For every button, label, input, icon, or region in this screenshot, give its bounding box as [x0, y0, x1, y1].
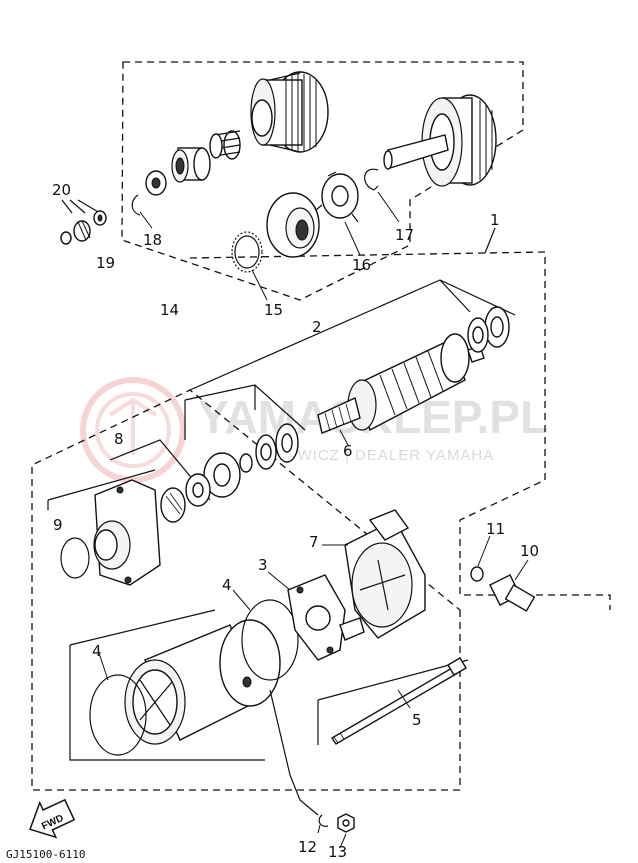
- callout-15: 15: [264, 301, 283, 319]
- damper-set-19-20: [60, 210, 107, 245]
- brush-holder-3: [287, 574, 365, 661]
- through-bolts-5: [331, 657, 467, 745]
- callout-8: 8: [114, 430, 124, 448]
- group-frame-5: [317, 659, 469, 745]
- leader-lines: [97, 191, 529, 849]
- washer-11: [470, 566, 484, 582]
- armature-2: [317, 333, 485, 434]
- group-frame-14: [121, 61, 524, 301]
- bearing-washers-8: [160, 473, 211, 523]
- callout-labels: 1 2 3 4 4 5 6 7 8 9 10 11 12 13 14 15 16…: [52, 181, 539, 861]
- callout-16: 16: [352, 256, 371, 274]
- callout-4-left: 4: [92, 642, 102, 660]
- callout-6: 6: [343, 442, 353, 460]
- callout-13: 13: [328, 843, 347, 861]
- pinion-shaft-gear: [383, 94, 497, 187]
- nut-13: [337, 813, 355, 833]
- small-bushing: [145, 170, 167, 196]
- group-1-leader: [484, 227, 496, 254]
- yoke-housing: [124, 619, 281, 745]
- group-6-bracket: [184, 384, 306, 440]
- rear-cover-7: [344, 509, 426, 639]
- clutch-spring: [209, 130, 241, 160]
- thrust-washer-plate: [203, 452, 241, 498]
- circlip-12: [318, 814, 329, 827]
- bearing-retainer-16: [315, 171, 359, 223]
- group-frame-1: [31, 251, 611, 791]
- oring-15: [231, 231, 263, 273]
- oring-9: [60, 537, 90, 579]
- callout-20: 20: [52, 181, 71, 199]
- callout-9: 9: [53, 516, 63, 534]
- group-2-bracket: [189, 279, 516, 391]
- bolt-10: [489, 574, 536, 612]
- ball-bearing: [266, 192, 320, 258]
- diagram-code: GJ15100-6110: [6, 848, 85, 861]
- group-20-bracket: [61, 199, 101, 214]
- circlip-17: [364, 168, 379, 191]
- callout-19: 19: [96, 254, 115, 272]
- fwd-arrow-icon: FWD: [29, 798, 76, 839]
- callout-5: 5: [412, 711, 422, 729]
- callout-10: 10: [520, 542, 539, 560]
- front-cover-8: [93, 479, 161, 586]
- watermark-dealer: W...OWICZ | DEALER YAMAHA: [255, 447, 494, 464]
- overrunning-clutch: [250, 71, 329, 153]
- yamaha-tuning-fork-logo-icon: [80, 377, 186, 483]
- callout-12: 12: [298, 838, 317, 856]
- callout-2: 2: [312, 318, 322, 336]
- callout-4-right: 4: [222, 576, 232, 594]
- callout-14: 14: [160, 301, 179, 319]
- circlip-18: [131, 194, 141, 216]
- callout-17: 17: [395, 226, 414, 244]
- callout-1: 1: [490, 211, 500, 229]
- callout-3: 3: [258, 556, 268, 574]
- watermark: YAMASKLEP.PL W...OWICZ | DEALER YAMAHA: [80, 377, 548, 483]
- group-frame-4: [69, 609, 265, 761]
- oring-4-left: [89, 674, 147, 756]
- callout-7: 7: [309, 533, 319, 551]
- callout-11: 11: [486, 520, 505, 538]
- armature-washers: [239, 306, 510, 473]
- clutch-sleeve: [171, 147, 211, 183]
- oring-4-right: [241, 599, 299, 681]
- leader-12: [269, 689, 319, 816]
- callout-18: 18: [143, 231, 162, 249]
